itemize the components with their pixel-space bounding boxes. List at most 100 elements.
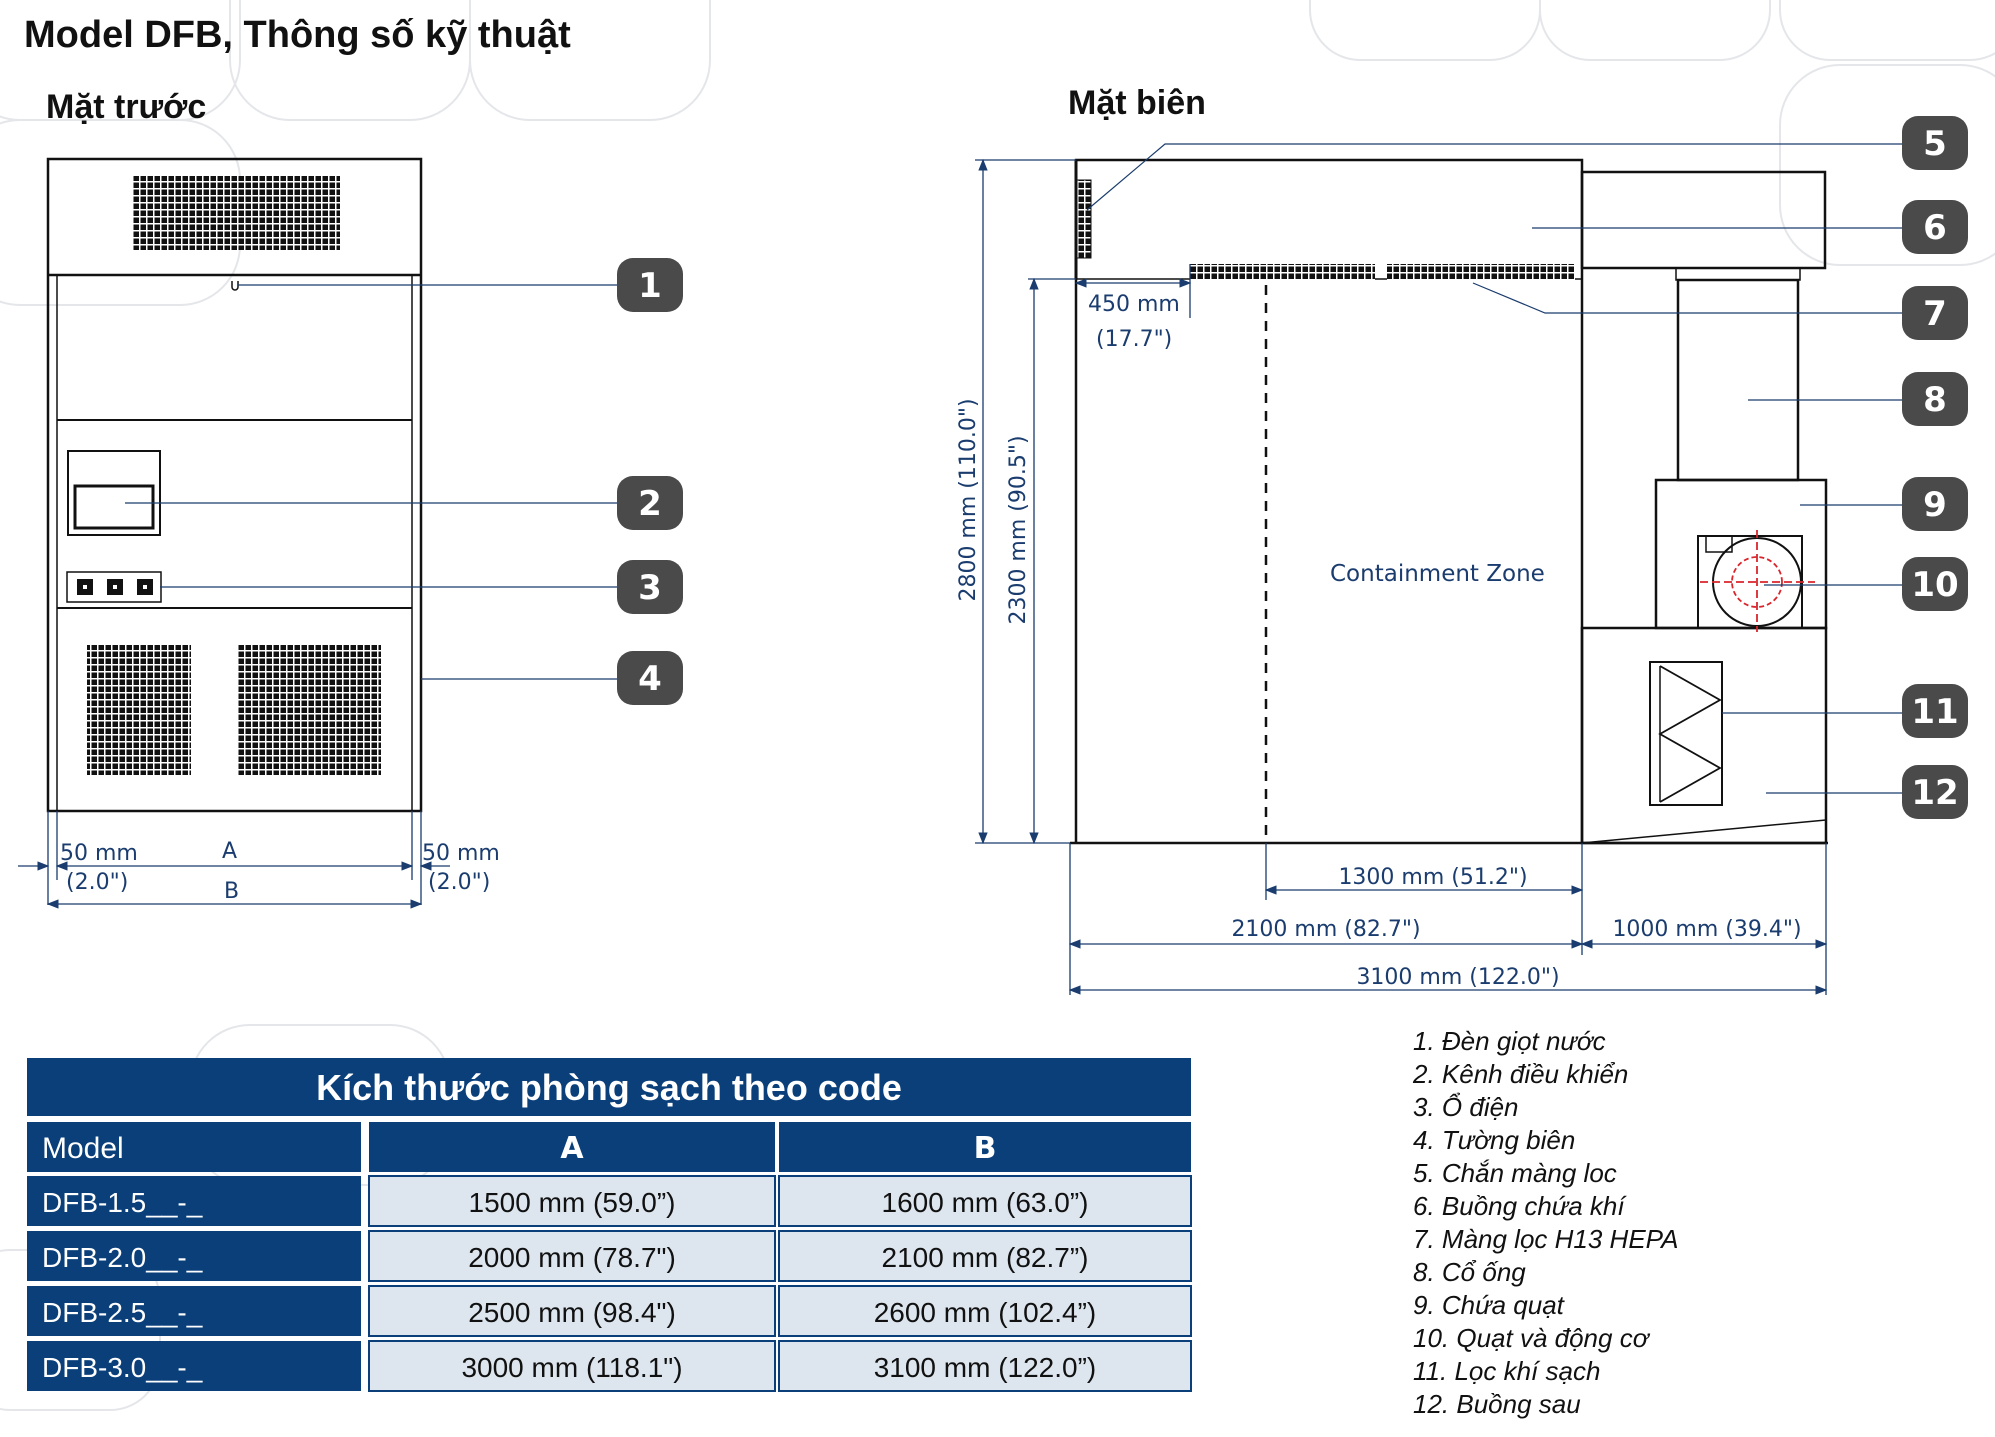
fan-housing <box>1654 478 1828 630</box>
side-view <box>1070 158 1828 845</box>
side-dim-1300: 1300 mm (51.2") <box>1338 865 1527 890</box>
table-row: DFB-2.0__-_ 2000 mm (78.7") 2100 mm (82.… <box>27 1230 1192 1282</box>
legend-item: 12. Buồng sau <box>1413 1389 1581 1419</box>
front-cabinet-outline <box>46 157 423 813</box>
svg-text:DFB-3.0__-_: DFB-3.0__-_ <box>42 1352 203 1383</box>
table-title: Kích thước phòng sạch theo code <box>316 1067 902 1108</box>
svg-text:7: 7 <box>1923 294 1947 334</box>
side-main-outline <box>1074 158 1584 843</box>
legend-item: 8. Cổ ống <box>1413 1257 1526 1287</box>
badge-3: 3 <box>617 560 683 614</box>
dimensions-table: Kích thước phòng sạch theo code Model A … <box>27 1058 1192 1392</box>
front-leaders <box>125 284 620 680</box>
front-dim-left-in: (2.0") <box>66 870 128 895</box>
control-panel <box>67 450 161 536</box>
table-row: DFB-2.5__-_ 2500 mm (98.4") 2600 mm (102… <box>27 1285 1192 1337</box>
svg-text:2000 mm (78.7"): 2000 mm (78.7") <box>468 1242 676 1273</box>
svg-text:5: 5 <box>1923 124 1947 164</box>
svg-text:11: 11 <box>1911 692 1958 732</box>
legend-item: 10. Quạt và động cơ <box>1413 1323 1651 1353</box>
front-vent-right <box>237 645 381 775</box>
svg-text:1: 1 <box>638 266 662 306</box>
table-title-bar <box>27 1058 1191 1116</box>
legend-item: 1. Đèn giọt nước <box>1413 1026 1606 1056</box>
front-dim-right-in: (2.0") <box>428 870 490 895</box>
svg-text:9: 9 <box>1923 485 1947 525</box>
svg-text:2: 2 <box>638 484 662 524</box>
legend: 1. Đèn giọt nước 2. Kênh điều khiển 3. Ổ… <box>1412 1026 1678 1419</box>
badge-10: 10 <box>1902 557 1968 611</box>
svg-text:3100 mm (122.0”): 3100 mm (122.0”) <box>874 1352 1097 1383</box>
svg-text:10: 10 <box>1911 565 1958 605</box>
water-drop-light <box>231 281 239 291</box>
badge-2: 2 <box>617 476 683 530</box>
side-dim-2100: 2100 mm (82.7") <box>1231 917 1420 942</box>
table-header-model: Model <box>42 1132 124 1165</box>
side-dimensions <box>975 158 1828 995</box>
badge-4: 4 <box>617 651 683 705</box>
badge-1: 1 <box>617 258 683 312</box>
side-dim-height-2300: 2300 mm (90.5") <box>1006 435 1031 624</box>
table-header-b: B <box>974 1131 997 1166</box>
plenum-box <box>1580 170 1827 270</box>
front-vent-left <box>87 645 191 775</box>
side-dim-450-in: (17.7") <box>1096 327 1172 352</box>
svg-text:DFB-2.5__-_: DFB-2.5__-_ <box>42 1297 203 1328</box>
legend-item: 5. Chắn màng loc <box>1413 1158 1617 1188</box>
legend-item: 7. Màng lọc H13 HEPA <box>1413 1224 1678 1254</box>
callout-badges: 1 2 3 4 5 6 7 8 9 10 11 12 <box>617 116 1968 819</box>
svg-text:12: 12 <box>1911 773 1958 813</box>
duct-collar <box>1676 278 1800 482</box>
badge-6: 6 <box>1902 200 1968 254</box>
front-dim-label-b: B <box>224 879 239 904</box>
front-view-title: Mặt trước <box>46 88 206 126</box>
svg-text:2100 mm (82.7”): 2100 mm (82.7”) <box>882 1242 1089 1273</box>
svg-text:DFB-1.5__-_: DFB-1.5__-_ <box>42 1187 203 1218</box>
side-dim-height-2800: 2800 mm (110.0") <box>956 398 981 601</box>
hepa-filter-left <box>1190 264 1375 280</box>
side-dim-1000: 1000 mm (39.4") <box>1612 917 1801 942</box>
badge-11: 11 <box>1902 684 1968 738</box>
svg-text:2600 mm (102.4”): 2600 mm (102.4”) <box>874 1297 1097 1328</box>
svg-text:6: 6 <box>1923 208 1947 248</box>
front-view <box>46 157 423 813</box>
svg-text:1600 mm (63.0”): 1600 mm (63.0”) <box>882 1187 1089 1218</box>
side-dim-450-mm: 450 mm <box>1088 292 1180 317</box>
table-row: DFB-1.5__-_ 1500 mm (59.0”) 1600 mm (63.… <box>27 1175 1192 1227</box>
front-dimensions <box>18 811 450 909</box>
svg-text:DFB-2.0__-_: DFB-2.0__-_ <box>42 1242 203 1273</box>
rear-chamber <box>1580 626 1828 845</box>
top-vent-grille <box>133 176 340 250</box>
hepa-filter-right <box>1387 264 1575 280</box>
badge-12: 12 <box>1902 765 1968 819</box>
badge-9: 9 <box>1902 477 1968 531</box>
svg-text:3: 3 <box>638 568 662 608</box>
legend-item: 4. Tường biên <box>1413 1125 1575 1155</box>
legend-item: 6. Buồng chứa khí <box>1413 1191 1627 1221</box>
badge-8: 8 <box>1902 372 1968 426</box>
front-dim-left-mm: 50 mm <box>60 841 138 866</box>
filter-guard <box>1076 179 1092 259</box>
svg-text:1500 mm (59.0”): 1500 mm (59.0”) <box>469 1187 676 1218</box>
svg-text:3000 mm (118.1"): 3000 mm (118.1") <box>461 1352 682 1383</box>
front-dim-right-mm: 50 mm <box>422 841 500 866</box>
clean-air-filter <box>1649 661 1723 806</box>
legend-item: 9. Chứa quạt <box>1413 1290 1566 1320</box>
side-dim-3100: 3100 mm (122.0") <box>1356 965 1559 990</box>
side-view-title: Mặt biên <box>1068 84 1206 122</box>
legend-item: 11. Lọc khí sạch <box>1413 1356 1600 1386</box>
side-leaders <box>1086 143 1905 794</box>
legend-item: 3. Ổ điện <box>1413 1092 1519 1122</box>
page-title: Model DFB, Thông số kỹ thuật <box>24 14 571 56</box>
front-dim-label-a: A <box>222 839 237 864</box>
svg-text:4: 4 <box>638 659 662 699</box>
badge-5: 5 <box>1902 116 1968 170</box>
svg-text:2500 mm (98.4"): 2500 mm (98.4") <box>468 1297 676 1328</box>
table-header-a: A <box>560 1131 584 1166</box>
badge-7: 7 <box>1902 286 1968 340</box>
containment-zone-label: Containment Zone <box>1330 561 1545 587</box>
legend-item: 2. Kênh điều khiển <box>1412 1059 1628 1089</box>
svg-text:8: 8 <box>1923 380 1947 420</box>
table-row: DFB-3.0__-_ 3000 mm (118.1") 3100 mm (12… <box>27 1340 1192 1392</box>
